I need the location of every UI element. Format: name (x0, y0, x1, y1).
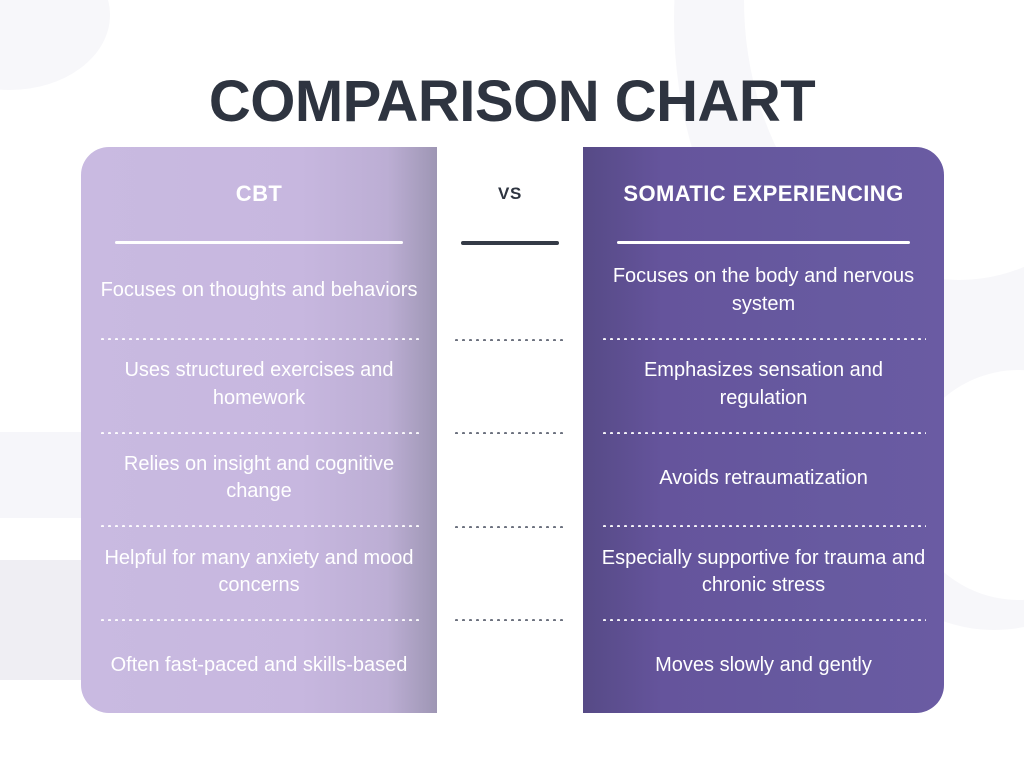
row-text: Focuses on thoughts and behaviors (100, 279, 418, 302)
column-left-header-rule (115, 241, 403, 244)
column-right-header-label: SOMATIC EXPERIENCING (623, 181, 904, 207)
list-item: Especially supportive for trauma and chr… (583, 525, 944, 619)
list-item: Helpful for many anxiety and mood concer… (81, 525, 437, 619)
column-left-header-label: CBT (235, 181, 283, 207)
list-item (437, 619, 583, 713)
list-item (437, 432, 583, 526)
list-item: Emphasizes sensation and regulation (583, 337, 944, 432)
row-text: Avoids retraumatization (659, 466, 868, 489)
row-text: Focuses on the body and nervous system (612, 265, 915, 315)
column-center-header: VS (437, 147, 583, 241)
row-text: Uses structured exercises and homework (124, 359, 394, 409)
page-title: COMPARISON CHART (208, 69, 816, 134)
list-item (437, 338, 583, 433)
column-right-somatic-experiencing: SOMATIC EXPERIENCING Focuses on the body… (583, 147, 944, 713)
column-left-header: CBT (81, 147, 437, 241)
column-left-cbt: CBT Focuses on thoughts and behaviors Us… (81, 147, 437, 713)
column-center-vs: VS (437, 147, 583, 713)
column-right-rows: Focuses on the body and nervous system E… (583, 244, 944, 713)
row-text: Emphasizes sensation and regulation (643, 359, 884, 409)
comparison-chart: CBT Focuses on thoughts and behaviors Us… (81, 147, 944, 713)
column-right-header-rule (617, 241, 910, 244)
list-item (437, 525, 583, 620)
list-item: Avoids retraumatization (583, 431, 944, 526)
column-left-rows: Focuses on thoughts and behaviors Uses s… (81, 244, 437, 713)
row-text: Helpful for many anxiety and mood concer… (104, 546, 414, 597)
list-item: Often fast-paced and skills-based (81, 619, 437, 713)
list-item: Relies on insight and cognitive change (81, 431, 437, 526)
row-text: Often fast-paced and skills-based (110, 654, 408, 677)
list-item: Focuses on thoughts and behaviors (81, 244, 437, 338)
row-text: Moves slowly and gently (655, 654, 872, 677)
list-item: Uses structured exercises and homework (81, 337, 437, 432)
list-item: Focuses on the body and nervous system (583, 244, 944, 338)
vs-label: VS (498, 183, 522, 203)
column-center-header-rule (461, 241, 559, 245)
row-text: Especially supportive for trauma and chr… (601, 546, 926, 597)
column-center-rows (437, 245, 583, 713)
row-text: Relies on insight and cognitive change (123, 452, 395, 503)
list-item: Moves slowly and gently (583, 619, 944, 713)
list-item (437, 245, 583, 339)
column-right-header: SOMATIC EXPERIENCING (583, 147, 944, 241)
